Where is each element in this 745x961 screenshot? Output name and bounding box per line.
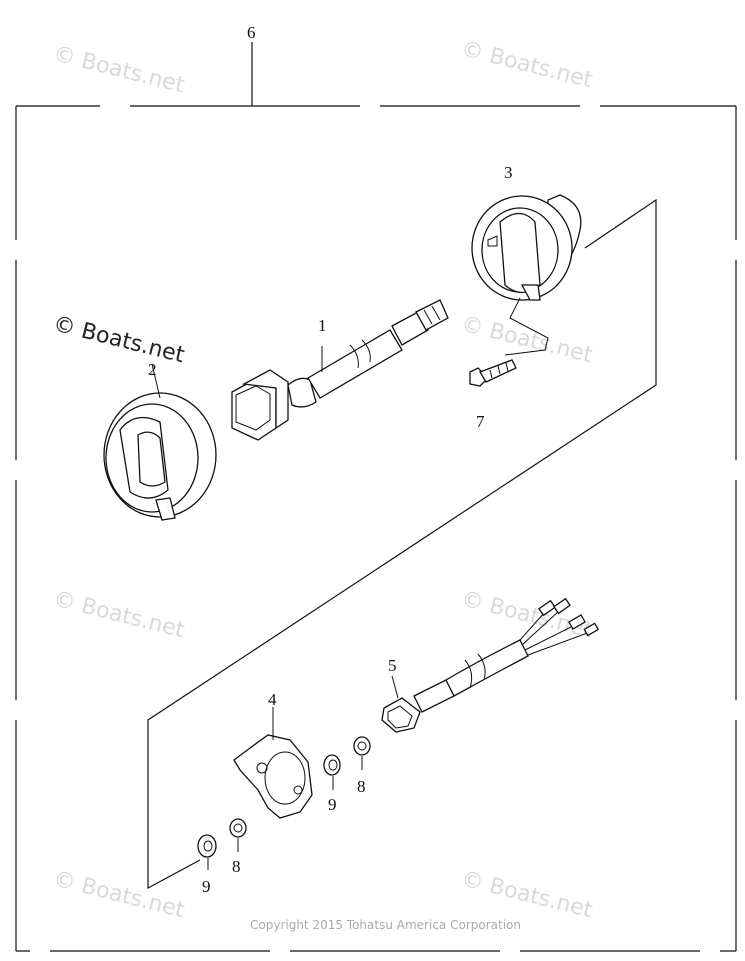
callout-2: 2 <box>148 360 157 379</box>
callout-9-upper: 9 <box>328 795 337 814</box>
watermark: © Boats.net <box>459 37 596 94</box>
callout-3: 3 <box>504 163 513 182</box>
part-1-switch-harness <box>231 299 449 441</box>
watermark: © Boats.net <box>51 867 188 924</box>
watermark: © Boats.net <box>459 312 596 369</box>
callout-8-lower: 8 <box>232 857 241 876</box>
callout-4: 4 <box>268 690 277 709</box>
part-5-lead-harness <box>381 597 600 733</box>
assembly-guide-line <box>147 198 657 890</box>
callout-8-upper: 8 <box>357 777 366 796</box>
callout-labels: 6 3 1 2 7 5 4 9 8 8 9 <box>148 23 513 896</box>
watermark: © Boats.net <box>51 42 188 99</box>
callout-1: 1 <box>318 316 327 335</box>
watermark-dark: © Boats.net <box>51 312 188 369</box>
part-3-housing <box>471 194 582 356</box>
kit-frame <box>13 42 739 954</box>
callout-7: 7 <box>476 412 485 431</box>
watermark: © Boats.net <box>459 587 596 644</box>
part-8-nut-b <box>229 818 247 852</box>
callout-6: 6 <box>247 23 256 42</box>
watermark: © Boats.net <box>51 587 188 644</box>
part-4-plate <box>233 707 313 819</box>
watermark: © Boats.net <box>459 867 596 924</box>
callout-5: 5 <box>388 656 397 675</box>
part-9-washer-b <box>197 834 217 870</box>
part-2-cover <box>103 363 217 521</box>
callout-9-lower: 9 <box>202 877 211 896</box>
part-8-nut-a <box>353 736 371 770</box>
copyright-notice: Copyright 2015 Tohatsu America Corporati… <box>250 918 521 932</box>
part-9-washer-a <box>323 754 341 790</box>
part-7-bolt <box>469 359 517 387</box>
